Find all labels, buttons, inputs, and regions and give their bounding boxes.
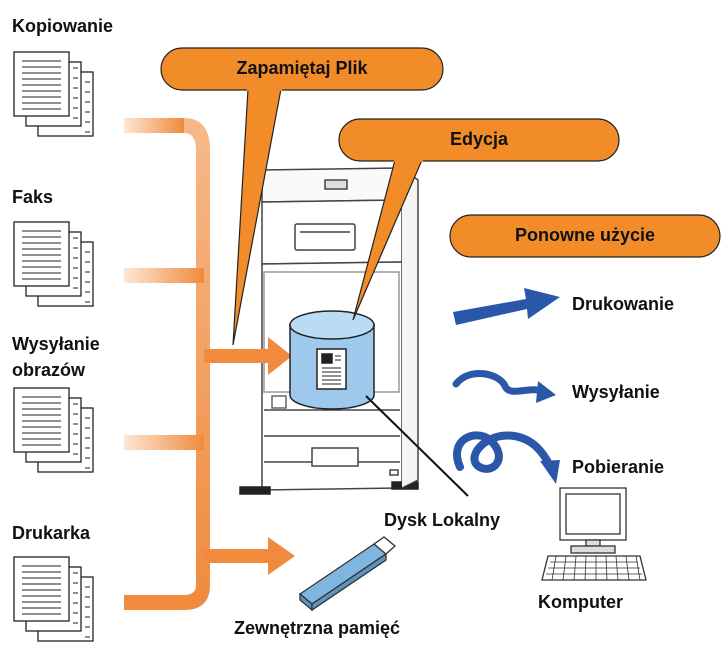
document-stack-icon-printer xyxy=(13,556,94,642)
document-stack-icon-copy xyxy=(13,51,94,137)
storage-label-external-memory: Zewnętrzna pamięć xyxy=(234,618,401,638)
source-label-printer: Drukarka xyxy=(12,523,91,543)
source-label-image-send-2: obrazów xyxy=(12,360,86,380)
source-label-fax: Faks xyxy=(12,187,54,207)
output-label-send: Wysyłanie xyxy=(572,382,660,402)
local-disk-leader xyxy=(365,395,469,497)
source-label-copy: Kopiowanie xyxy=(12,16,114,36)
callout-edit xyxy=(338,118,620,321)
callout-label-reuse: Ponowne użycie xyxy=(514,225,656,245)
callout-label-edit: Edycja xyxy=(449,129,509,149)
computer-label: Komputer xyxy=(538,592,623,612)
computer-icon xyxy=(541,487,647,581)
hard-disk-icon xyxy=(289,310,375,410)
download-arrow xyxy=(453,431,560,484)
input-flow-arrows xyxy=(124,118,295,610)
storage-label-local-disk: Dysk Lokalny xyxy=(384,510,501,530)
usb-stick-icon xyxy=(298,536,397,612)
output-label-download: Pobieranie xyxy=(572,457,665,477)
document-stack-icon-fax xyxy=(13,221,94,307)
send-arrow xyxy=(452,369,556,403)
document-stack-icon-image-send xyxy=(13,387,94,473)
output-label-print: Drukowanie xyxy=(572,294,675,314)
callout-file-store xyxy=(160,47,444,346)
source-label-image-send-1: Wysyłanie xyxy=(12,334,100,354)
callout-reuse xyxy=(449,214,721,258)
print-arrow xyxy=(453,288,560,325)
callout-label-file-store: Zapamiętaj Plik xyxy=(236,58,368,78)
